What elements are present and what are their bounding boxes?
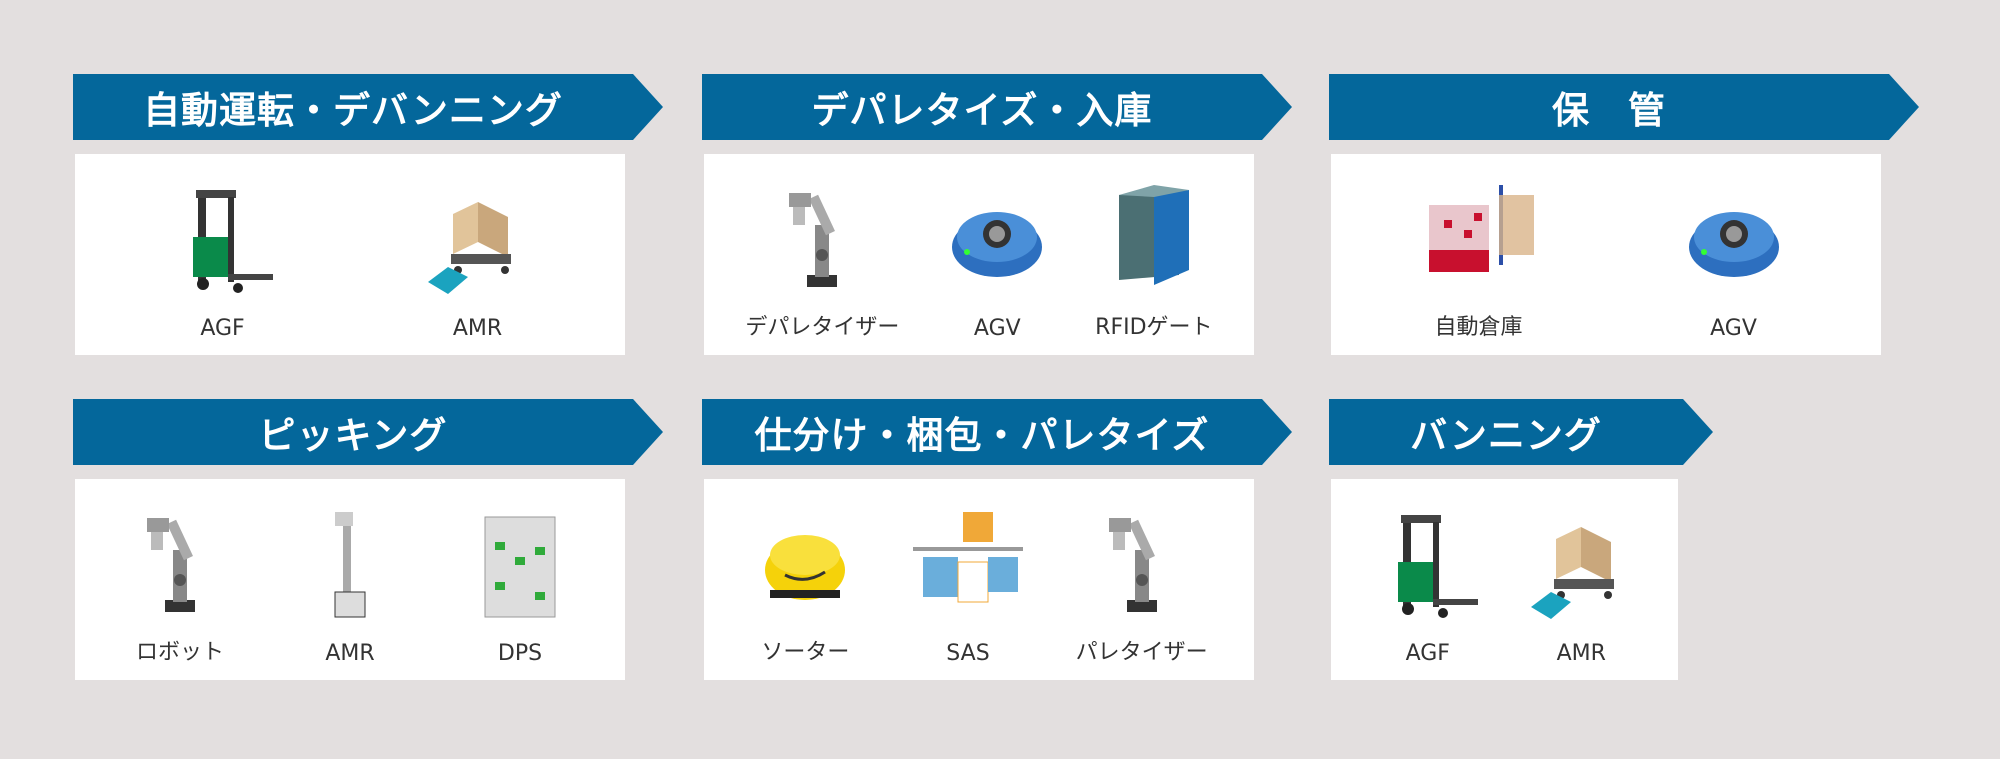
section-box: ソーター SAS パレタイザー: [704, 479, 1254, 680]
forklift-icon: [1397, 515, 1478, 618]
sas-icon: [912, 511, 1023, 603]
section-box: 自動倉庫 AGV: [1331, 154, 1881, 355]
equipment-label: AMR: [452, 316, 503, 341]
section-banner: ピッキング: [73, 399, 663, 465]
equipment-label: AGV: [1710, 316, 1757, 341]
picking-amr-icon: [334, 511, 366, 618]
equipment-label: デパレタイザー: [745, 315, 900, 340]
forklift-icon: [192, 190, 273, 293]
automated-warehouse-icon: [1428, 185, 1534, 272]
equipment-label: パレタイザー: [1075, 640, 1208, 665]
equipment-item: ソーター: [750, 500, 860, 666]
equipment-label: 自動倉庫: [1434, 315, 1523, 340]
agv-icon: [952, 212, 1043, 277]
rfid-gate-icon: [1118, 185, 1189, 285]
equipment-item: AMR: [1526, 507, 1636, 666]
robot-arm-icon: [789, 193, 838, 287]
equipment-label: AMR: [325, 641, 375, 666]
section-box: AGF AMR: [75, 154, 625, 355]
equipment-item: AMR: [295, 507, 405, 666]
agv-icon: [1688, 212, 1779, 277]
equipment-item: AGV: [1679, 182, 1789, 341]
section-banner: 仕分け・梱包・パレタイズ: [702, 399, 1292, 465]
section-box: AGF AMR: [1331, 479, 1678, 680]
equipment-item: AGF: [168, 182, 278, 341]
equipment-item: AGF: [1373, 507, 1483, 666]
section-banner: 自動運転・デバンニング: [73, 74, 663, 140]
pallet-robot-icon: [1531, 527, 1615, 619]
section-box: ロボット AMR DPS: [75, 479, 625, 680]
equipment-item: パレタイザー: [1076, 500, 1208, 666]
section-banner: バンニング: [1329, 399, 1713, 465]
equipment-label: ソーター: [761, 640, 850, 665]
equipment-label: AGV: [973, 316, 1021, 341]
equipment-item: AGV: [942, 182, 1052, 341]
equipment-item: デパレタイザー: [745, 175, 899, 341]
equipment-label: DPS: [497, 641, 543, 666]
equipment-label: SAS: [946, 641, 990, 666]
robot-arm-icon: [147, 518, 195, 612]
equipment-label: AMR: [1556, 641, 1606, 666]
equipment-label: RFIDゲート: [1095, 315, 1213, 340]
shelf-icon: [484, 516, 556, 618]
equipment-label: ロボット: [135, 640, 224, 665]
section-banner: デパレタイズ・入庫: [702, 74, 1292, 140]
pallet-robot-icon: [427, 202, 511, 294]
equipment-item: SAS: [912, 507, 1023, 666]
equipment-item: RFIDゲート: [1095, 175, 1213, 341]
equipment-item: AMR: [423, 182, 533, 341]
section-box: デパレタイザー AGV RFIDゲート: [704, 154, 1254, 355]
equipment-label: AGF: [1405, 641, 1450, 666]
sorter-icon: [763, 533, 847, 602]
equipment-item: 自動倉庫: [1424, 175, 1534, 341]
section-banner: 保 管: [1329, 74, 1919, 140]
equipment-item: ロボット: [125, 500, 235, 666]
equipment-label: AGF: [200, 316, 245, 341]
equipment-item: DPS: [465, 507, 575, 666]
robot-arm-icon: [1108, 518, 1157, 612]
